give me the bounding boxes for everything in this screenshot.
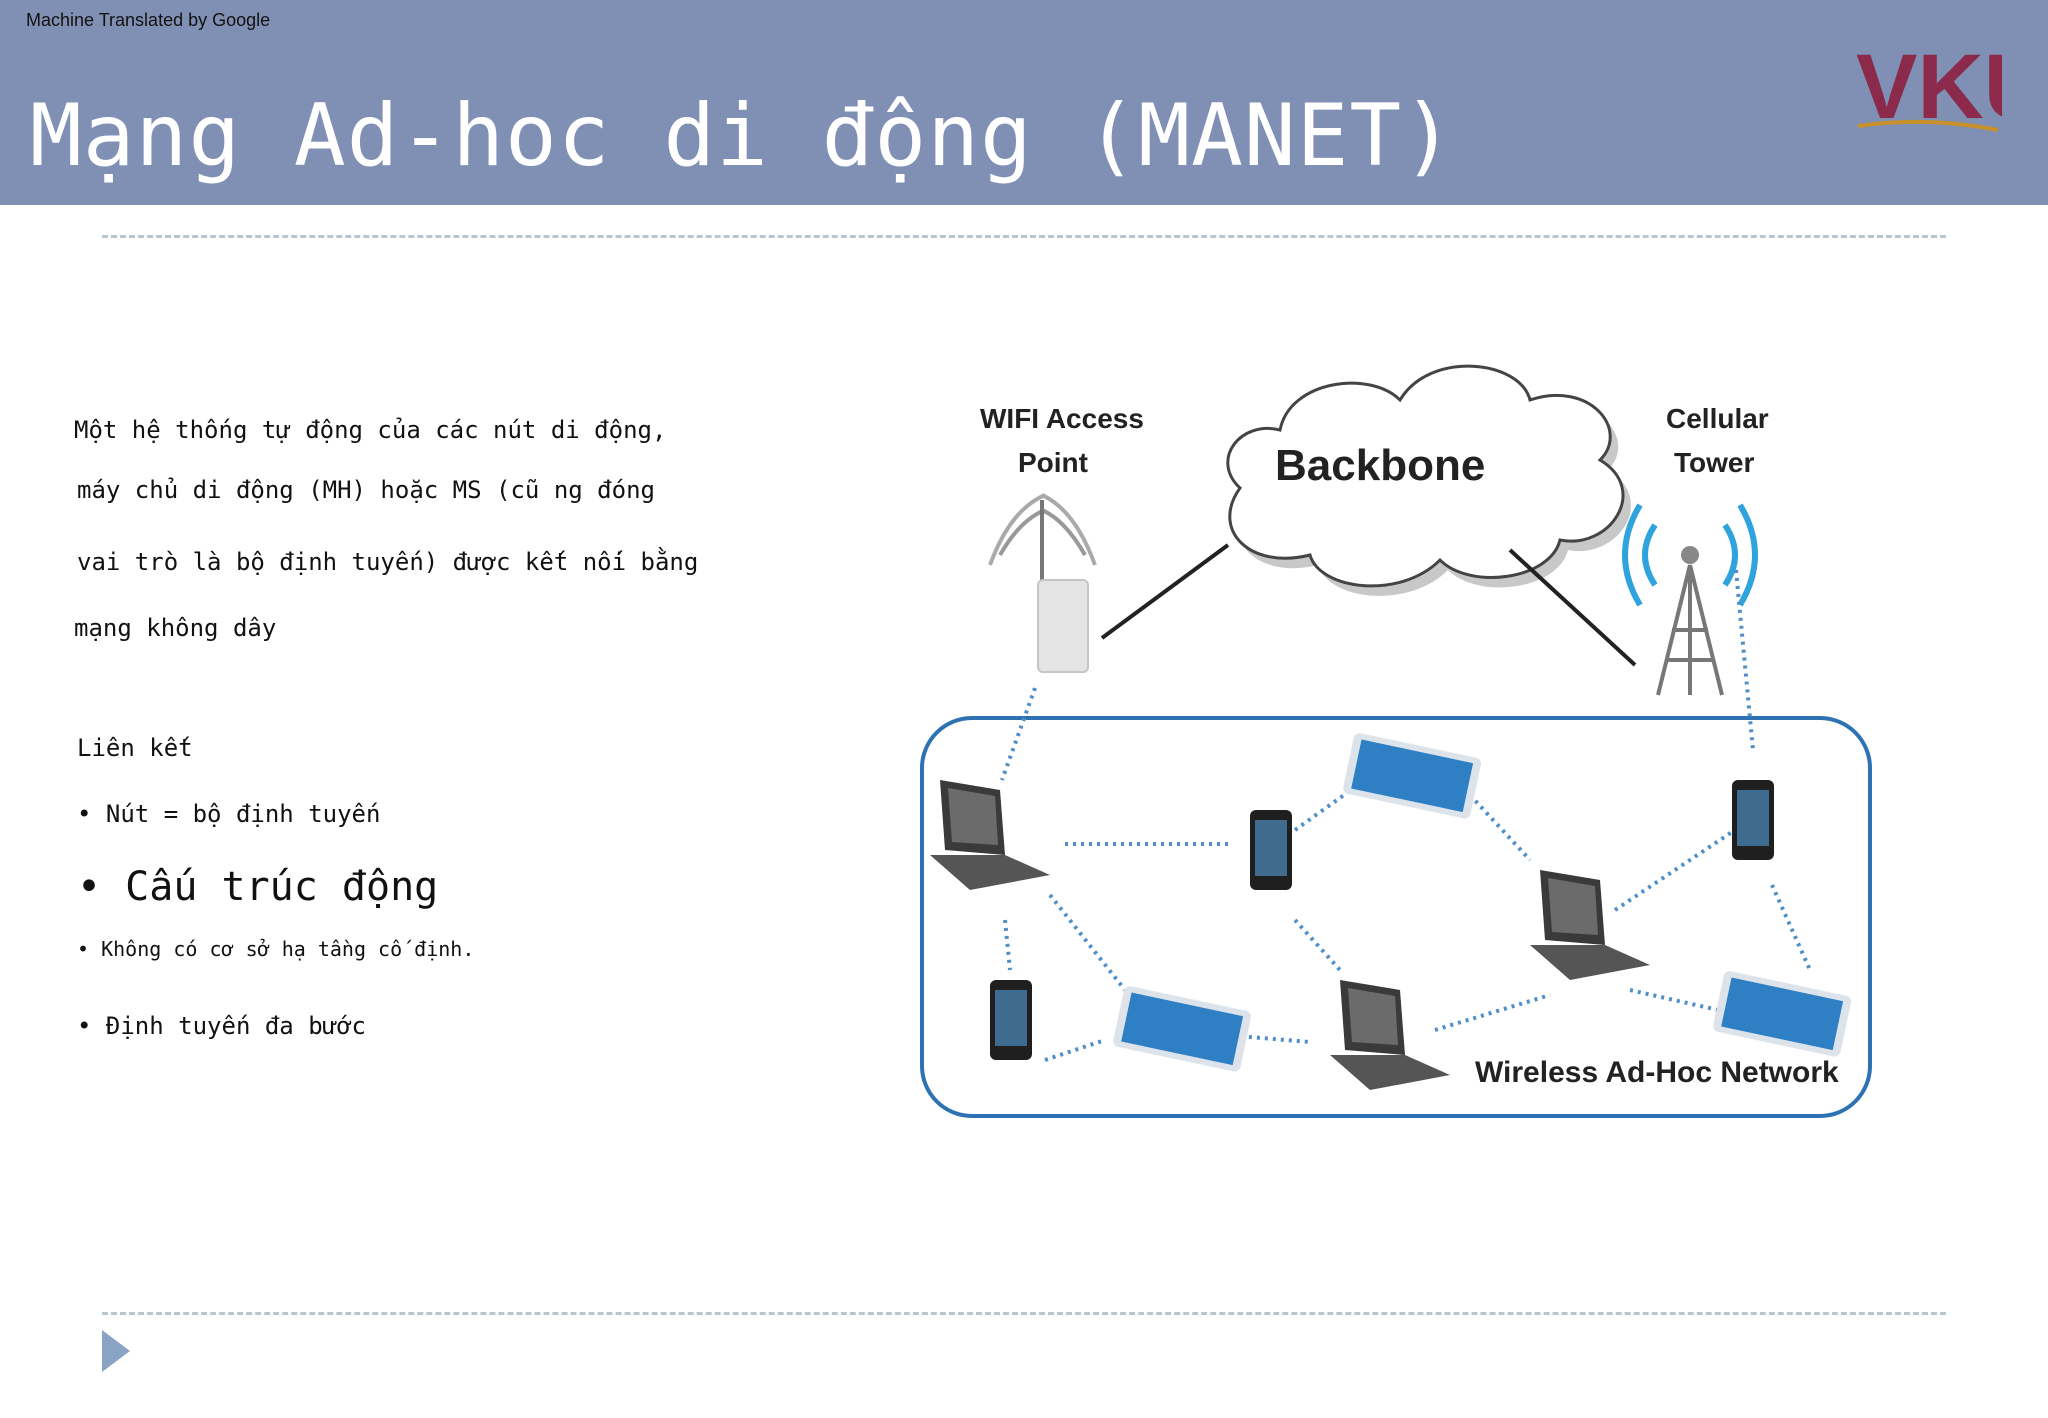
phone-node <box>1732 780 1774 860</box>
phone-node <box>990 980 1032 1060</box>
tablet-node <box>1343 733 1482 819</box>
tower-label-line2: Tower <box>1674 447 1754 478</box>
laptop-node <box>930 780 1050 890</box>
intro-line-1: Một hệ thống tự động của các nút di động… <box>74 416 667 444</box>
intro-line-3: vai trò là bộ định tuyến) được kết nối b… <box>77 548 699 576</box>
bullet-no-infrastructure: • Không có cơ sở hạ tầng cố định. <box>77 937 475 961</box>
tower-label-line1: Cellular <box>1666 403 1769 434</box>
next-slide-icon[interactable] <box>102 1330 132 1372</box>
section-heading: Liên kết <box>77 734 193 762</box>
intro-line-2: máy chủ di động (MH) hoặc MS (cũ ng đóng <box>77 476 655 504</box>
phone-node <box>1250 810 1292 890</box>
intro-line-4: mạng không dây <box>74 614 277 642</box>
tablet-node <box>1713 971 1852 1057</box>
bottom-divider <box>102 1312 1946 1315</box>
wifi-label-line2: Point <box>1018 447 1088 478</box>
slide-header: Machine Translated by Google Mạng Ad-hoc… <box>0 0 2048 205</box>
slide-title: Mạng Ad-hoc di động (MANET) <box>30 86 1455 186</box>
cellular-tower: Cellular Tower <box>1622 403 1769 696</box>
bullet-dynamic-structure: • Cấu trúc động <box>77 864 439 910</box>
wireless-links <box>1000 569 1812 1062</box>
bullet-multihop-routing: • Định tuyến đa bước <box>77 1012 366 1040</box>
laptop-node <box>1330 980 1450 1090</box>
machine-translated-label: Machine Translated by Google <box>26 10 271 30</box>
adhoc-network-boundary <box>920 716 1872 1118</box>
bullet-node-router: • Nút = bộ định tuyến <box>77 800 381 828</box>
backbone-cloud: Backbone <box>1226 364 1631 596</box>
top-divider <box>102 235 1946 238</box>
manet-diagram: Backbone WIFI Access Point Cellular Towe… <box>920 364 1872 1118</box>
backbone-label: Backbone <box>1275 441 1485 490</box>
adhoc-network-label: Wireless Ad-Hoc Network <box>1475 1056 1839 1089</box>
tablet-node <box>1113 986 1252 1072</box>
vku-logo: VKU <box>1856 36 2002 138</box>
wifi-label-line1: WIFI Access <box>980 403 1144 434</box>
wifi-access-point: WIFI Access Point <box>980 403 1144 673</box>
laptop-node <box>1530 870 1650 980</box>
